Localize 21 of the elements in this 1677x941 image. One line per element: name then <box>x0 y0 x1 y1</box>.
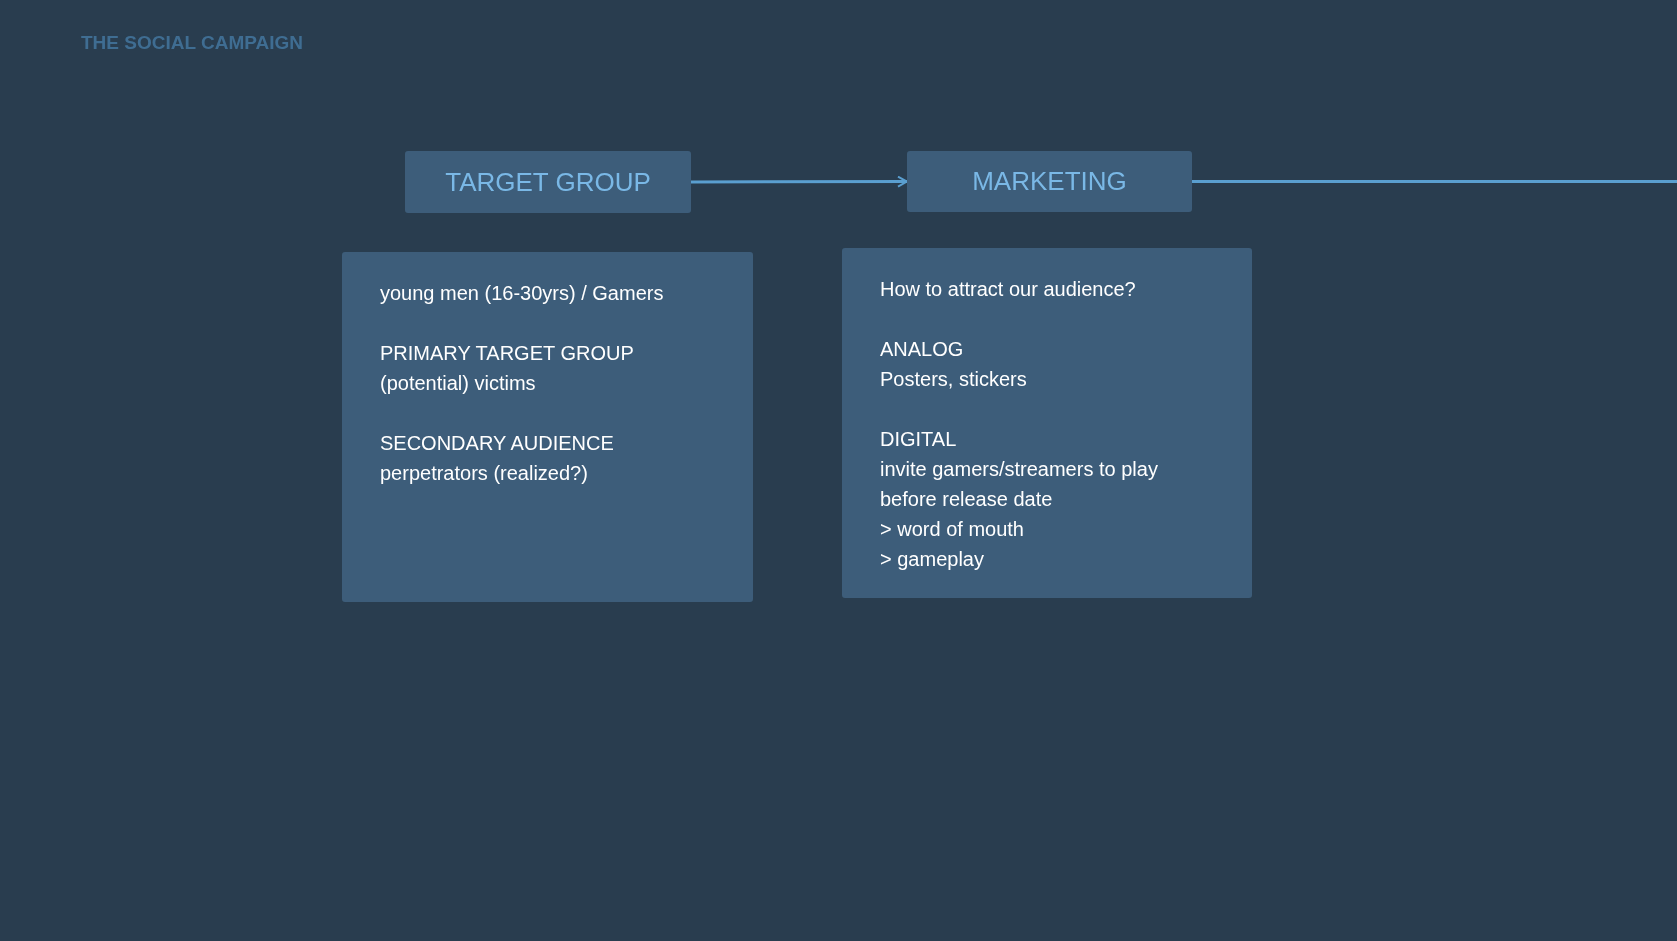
card-text: perpetrators (realized?) <box>380 461 589 486</box>
info-card <box>842 248 1252 598</box>
card-text: > gameplay <box>880 547 985 572</box>
arrow <box>691 175 908 188</box>
step-box <box>907 151 1192 212</box>
card-text: invite gamers/streamers to play before release date <box>880 457 1159 512</box>
page-title: THE SOCIAL CAMPAIGN <box>81 32 304 54</box>
card-text: Posters, stickers <box>880 367 1028 392</box>
step-box <box>405 151 691 213</box>
step-title: MARKETING <box>972 166 1127 197</box>
connector-line <box>1192 180 1677 183</box>
card-text: PRIMARY TARGET GROUP <box>380 341 635 366</box>
card-text: SECONDARY AUDIENCE <box>380 431 615 456</box>
card-text: > word of mouth <box>880 517 1025 542</box>
info-card <box>342 252 753 602</box>
card-text: young men (16-30yrs) / Gamers <box>380 281 665 306</box>
card-text: DIGITAL <box>880 427 958 452</box>
card-text: ANALOG <box>880 337 965 362</box>
card-text: (potential) victims <box>380 371 537 396</box>
card-text: How to attract our audience? <box>880 277 1137 302</box>
step-title: TARGET GROUP <box>445 166 651 198</box>
